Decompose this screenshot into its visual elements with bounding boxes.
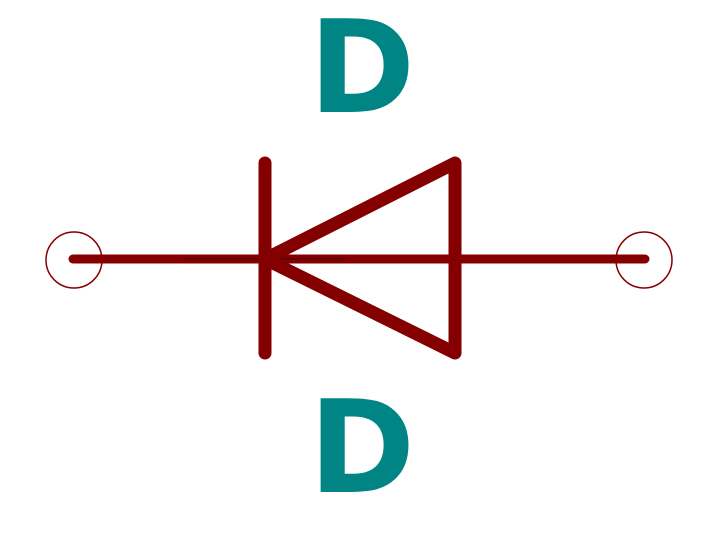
reference-designator-label[interactable]: D bbox=[309, 0, 415, 143]
anode-triangle[interactable] bbox=[258, 156, 462, 360]
pin-2-connection-circle[interactable] bbox=[615, 231, 673, 289]
pin-1-connection-circle[interactable] bbox=[45, 231, 103, 289]
value-label[interactable]: D bbox=[309, 374, 415, 523]
